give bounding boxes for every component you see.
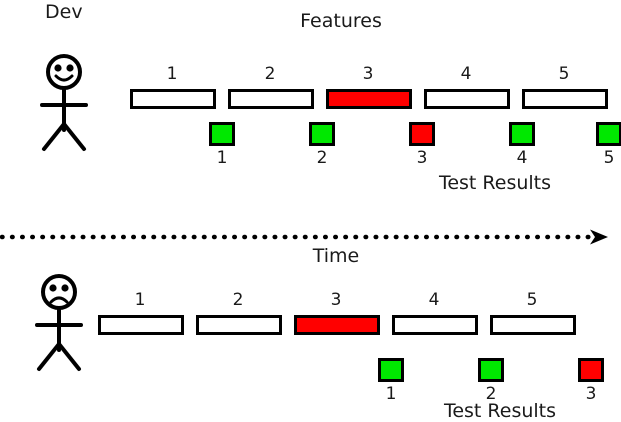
actor-label-dev: Dev [45, 1, 83, 23]
feature-label: 1 [134, 290, 146, 310]
test-result-label: 3 [416, 148, 428, 168]
test-result-square[interactable] [478, 358, 504, 382]
test-result-label: 1 [385, 384, 397, 404]
feature-bar[interactable] [196, 315, 282, 335]
stick-figure-happy-icon [40, 54, 88, 151]
test-results-caption: Test Results [438, 172, 552, 194]
feature-bar[interactable] [522, 89, 608, 109]
feature-label: 3 [362, 64, 374, 84]
feature-label: 5 [558, 64, 570, 84]
test-result-square[interactable] [378, 358, 404, 382]
feature-label: 5 [526, 290, 538, 310]
feature-bar[interactable] [294, 315, 380, 335]
feature-bar[interactable] [490, 315, 576, 335]
stick-figure-sad-icon [35, 274, 83, 371]
test-result-label: 2 [485, 384, 497, 404]
test-result-label: 4 [516, 148, 528, 168]
feature-bar[interactable] [424, 89, 510, 109]
feature-bar[interactable] [392, 315, 478, 335]
feature-label: 1 [166, 64, 178, 84]
test-results-caption: Test Results [443, 400, 557, 422]
features-title: Features [300, 10, 382, 32]
feature-bar[interactable] [228, 89, 314, 109]
feature-label: 4 [460, 64, 472, 84]
test-result-label: 3 [585, 384, 597, 404]
test-result-square[interactable] [209, 122, 235, 146]
feature-label: 4 [428, 290, 440, 310]
test-result-label: 1 [216, 148, 228, 168]
test-result-square[interactable] [509, 122, 535, 146]
test-result-square[interactable] [596, 122, 621, 146]
feature-label: 2 [232, 290, 244, 310]
test-result-square[interactable] [309, 122, 335, 146]
test-result-label: 5 [603, 148, 615, 168]
test-result-square[interactable] [578, 358, 604, 382]
time-axis-arrow [0, 229, 608, 245]
feature-label: 2 [264, 64, 276, 84]
feature-bar[interactable] [130, 89, 216, 109]
time-axis-label: Time [312, 245, 360, 267]
feature-bar[interactable] [326, 89, 412, 109]
feature-bar[interactable] [98, 315, 184, 335]
feature-label: 3 [330, 290, 342, 310]
test-result-label: 2 [316, 148, 328, 168]
test-result-square[interactable] [409, 122, 435, 146]
